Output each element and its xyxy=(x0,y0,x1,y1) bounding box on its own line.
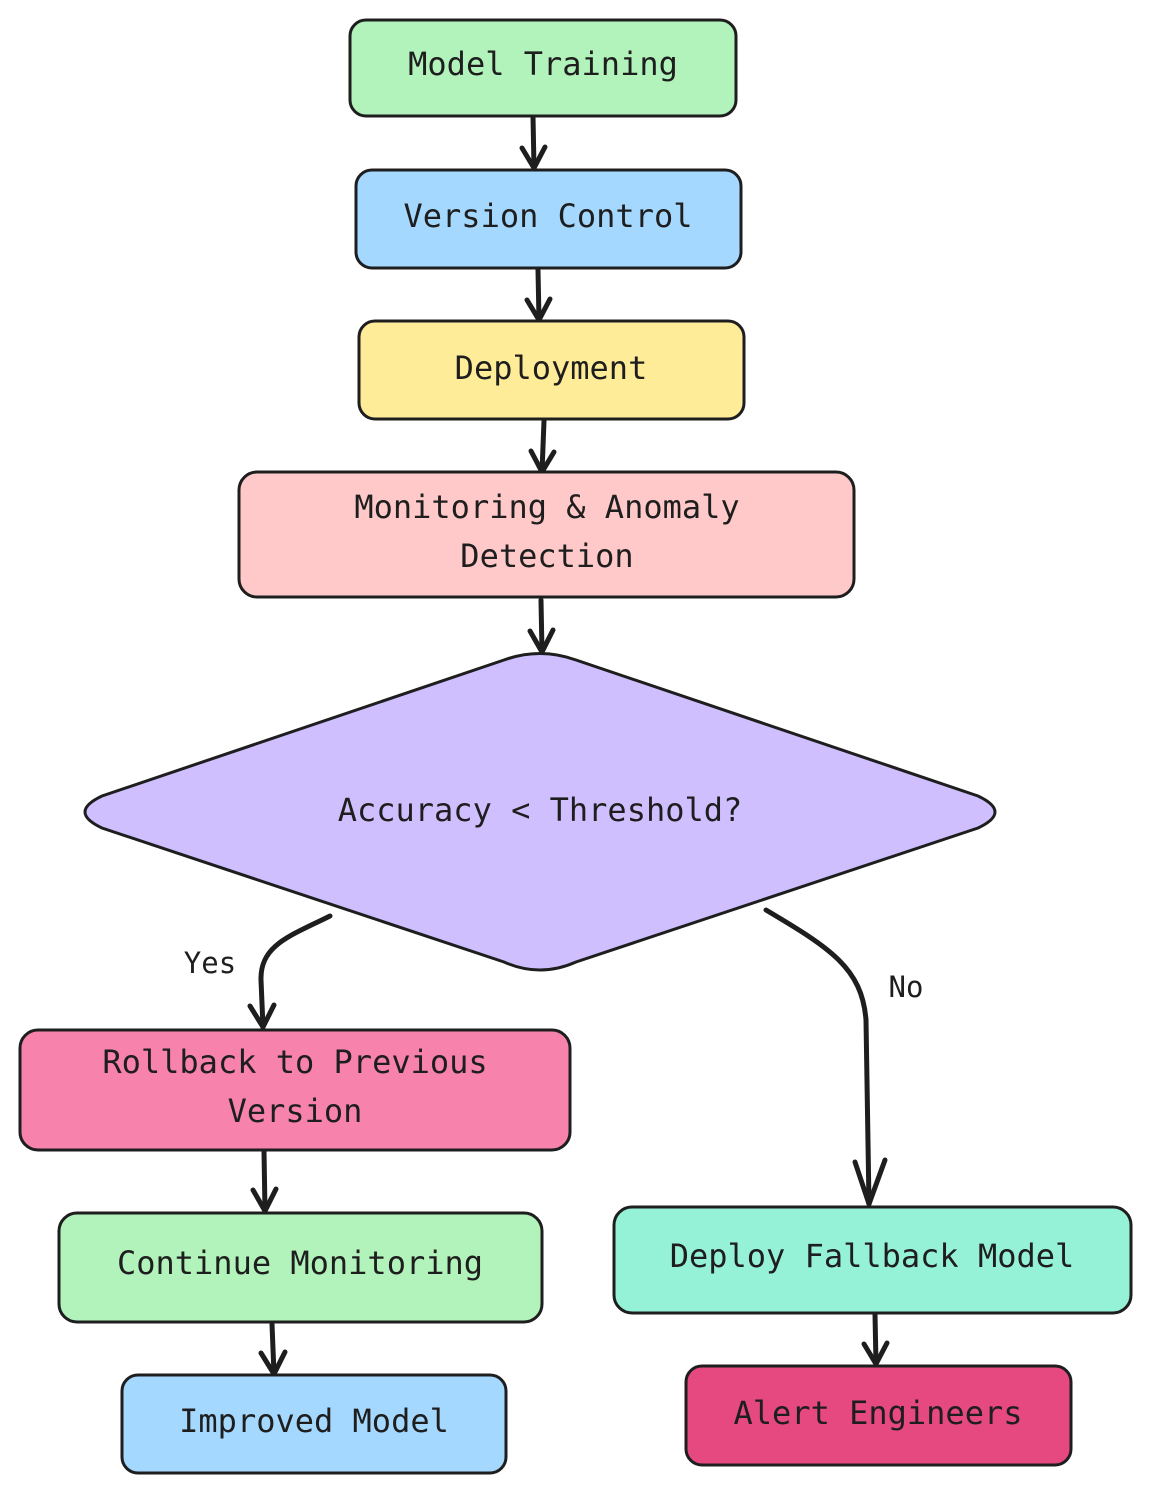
node-decision-diamond xyxy=(83,652,997,972)
node-deploy-fallback-box xyxy=(612,1205,1133,1315)
edge-continue-to-improved xyxy=(258,1321,288,1377)
edge-decision-to-fallback xyxy=(763,907,888,1207)
node-improved-model-label: Improved Model xyxy=(179,1402,449,1440)
node-monitoring-box xyxy=(237,470,856,599)
node-deploy-fallback[interactable]: Deploy Fallback Model xyxy=(612,1205,1133,1315)
node-improved-model[interactable]: Improved Model xyxy=(120,1373,508,1475)
node-improved-model-box xyxy=(120,1373,508,1475)
node-decision-label: Accuracy < Threshold? xyxy=(338,791,743,829)
node-decision[interactable]: Accuracy < Threshold? xyxy=(83,652,997,972)
node-rollback[interactable]: Rollback to Previous Version xyxy=(18,1028,572,1152)
node-continue-monitoring-label: Continue Monitoring xyxy=(117,1244,483,1282)
edge-fallback-to-alert xyxy=(861,1311,890,1367)
node-version-control-box xyxy=(354,168,743,270)
node-alert-engineers-label: Alert Engineers xyxy=(734,1394,1023,1432)
node-alert-engineers[interactable]: Alert Engineers xyxy=(684,1364,1073,1467)
edge-version-control-to-deployment xyxy=(524,267,553,323)
edges xyxy=(247,113,890,1377)
node-rollback-label-line2: Version xyxy=(228,1092,363,1130)
edge-label-no: No xyxy=(889,970,924,1004)
node-model-training-box xyxy=(348,18,738,118)
node-continue-monitoring-box xyxy=(57,1211,544,1324)
node-deployment-box xyxy=(357,319,746,421)
node-rollback-box xyxy=(18,1028,572,1152)
edge-monitoring-to-decision xyxy=(527,597,556,655)
edge-rollback-to-continue xyxy=(250,1148,279,1214)
node-deployment[interactable]: Deployment xyxy=(357,319,746,421)
node-alert-engineers-box xyxy=(684,1364,1073,1467)
edge-decision-to-rollback xyxy=(247,913,333,1030)
node-version-control[interactable]: Version Control xyxy=(354,168,743,270)
edge-training-to-version-control xyxy=(519,113,548,171)
node-deployment-label: Deployment xyxy=(455,349,648,387)
edge-label-yes: Yes xyxy=(184,946,236,980)
edge-deployment-to-monitoring xyxy=(528,418,557,475)
node-monitoring-label-line2: Detection xyxy=(460,537,633,575)
node-rollback-label-line1: Rollback to Previous xyxy=(102,1043,487,1081)
node-monitoring[interactable]: Monitoring & Anomaly Detection xyxy=(237,470,856,599)
node-version-control-label: Version Control xyxy=(404,197,693,235)
node-continue-monitoring[interactable]: Continue Monitoring xyxy=(57,1211,544,1324)
node-deploy-fallback-label: Deploy Fallback Model xyxy=(670,1237,1075,1275)
node-monitoring-label-line1: Monitoring & Anomaly xyxy=(354,488,739,526)
node-model-training[interactable]: Model Training xyxy=(348,18,738,118)
node-model-training-label: Model Training xyxy=(408,45,678,83)
